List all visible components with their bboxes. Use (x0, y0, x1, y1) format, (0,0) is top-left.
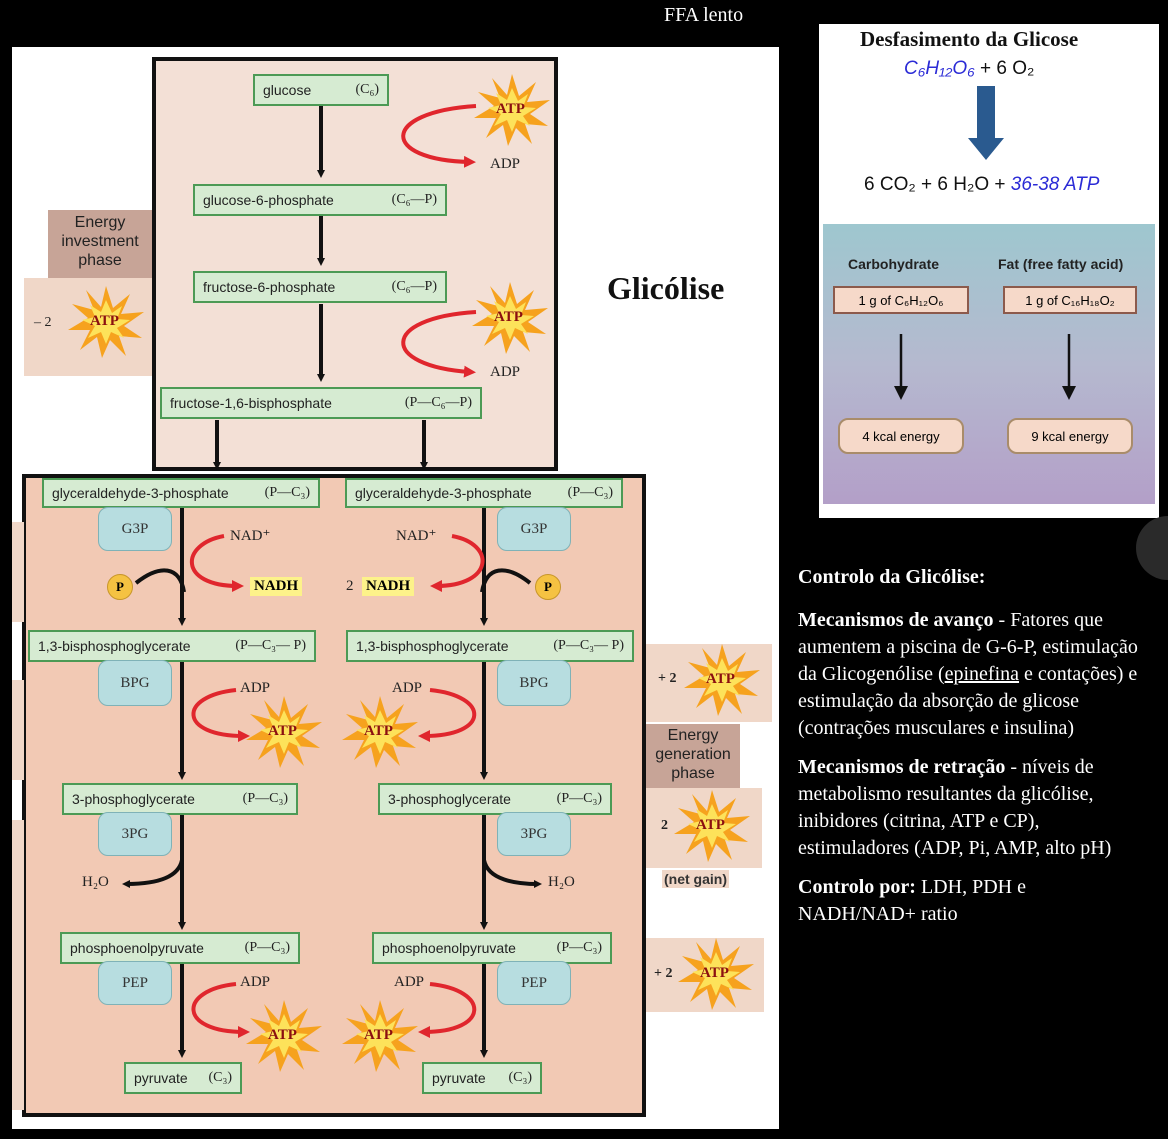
breakdown-title: Desfasimento da Glicose (860, 27, 1079, 51)
g6p-box: glucose-6-phosphate(C₆—P) (193, 184, 447, 216)
f16bp-box: fructose-1,6-bisphosphate(P—C₆—P) (160, 387, 482, 419)
g3p-pill: G3P (497, 507, 571, 551)
fat-heading: Fat (free fatty acid) (998, 256, 1124, 272)
two-nadh-count: 2 (346, 578, 354, 594)
atp-label: ATP (364, 1027, 393, 1043)
atp-label: ATP (706, 671, 735, 687)
bpg13-box-left: 1,3-bisphosphoglycerate(P—C₃— P) (28, 630, 316, 662)
fat-arrow-icon (1062, 334, 1076, 400)
bpg13-box-right: 1,3-bisphosphoglycerate(P—C₃— P) (346, 630, 634, 662)
carb-heading: Carbohydrate (848, 256, 940, 272)
left-strip-3 (12, 820, 24, 1110)
reaction-products: 6 CO₂ + 6 H₂O + 36-38 ATP (864, 174, 1100, 195)
atp-label: ATP (494, 309, 523, 325)
f6p-box: fructose-6-phosphate(C₆—P) (193, 271, 447, 303)
investment-phase-label: Energy investment phase (48, 210, 152, 279)
edit-fab-button[interactable] (1136, 516, 1168, 580)
carb-amount: 1 g of C₆H₁₂O₆ (833, 286, 969, 314)
pathway-arrows (68, 74, 760, 1072)
atp-label: ATP (268, 1027, 297, 1043)
carb-arrow-icon (894, 334, 908, 400)
adp-label: ADP (240, 680, 271, 696)
adp-label: ADP (394, 974, 425, 990)
g3p-pill: G3P (98, 507, 172, 551)
energy-comparison (823, 224, 1155, 504)
gap-box-left: glyceraldehyde-3-phosphate(P—C₃) (42, 478, 320, 508)
fat-energy: 9 kcal energy (1007, 418, 1133, 454)
adp-label: ADP (392, 680, 423, 696)
adp-label: ADP (490, 364, 521, 380)
left-strip-2 (12, 680, 24, 780)
two-label: 2 (661, 818, 668, 833)
atp-label: ATP (90, 313, 119, 329)
generation-phase-label: Energy generation phase (646, 724, 740, 788)
pg3-box-left: 3-phosphoglycerate(P—C₃) (62, 783, 298, 815)
adp-label: ADP (240, 974, 271, 990)
pep-box-right: phosphoenolpyruvate(P—C₃) (372, 932, 612, 964)
retract-paragraph: Mecanismos de retração - níveis de metab… (798, 756, 1112, 859)
carb-energy: 4 kcal energy (838, 418, 964, 454)
minus-two-label: – 2 (34, 315, 52, 330)
reaction-reactants: C₆H₁₂O₆ + 6 O₂ (904, 58, 1035, 79)
pyruvate-box-left: pyruvate(C₃) (124, 1062, 242, 1094)
3pg-pill: 3PG (98, 812, 172, 856)
atp-label: ATP (696, 817, 725, 833)
net-gain-label: (net gain) (662, 870, 729, 888)
gap-box-right: glyceraldehyde-3-phosphate(P—C₃) (345, 478, 623, 508)
pep-box-left: phosphoenolpyruvate(P—C₃) (60, 932, 300, 964)
left-strip (12, 522, 24, 622)
top-label: FFA lento (664, 4, 744, 26)
bpg-pill: BPG (497, 660, 571, 706)
atp-label: ATP (496, 101, 525, 117)
fat-amount: 1 g of C₁₆H₁₈O₂ (1003, 286, 1137, 314)
3pg-pill: 3PG (497, 812, 571, 856)
down-arrow-icon (968, 86, 1004, 160)
water-label: H₂O (548, 874, 575, 890)
water-label: H₂O (82, 874, 109, 890)
atp-label: ATP (364, 723, 393, 739)
pg3-box-right: 3-phosphoglycerate(P—C₃) (378, 783, 612, 815)
plus-two-bottom: + 2 (654, 966, 673, 981)
pep-pill: PEP (98, 961, 172, 1005)
control-heading: Controlo da Glicólise: (798, 566, 986, 588)
phosphate-icon: P (535, 574, 561, 600)
bpg-pill: BPG (98, 660, 172, 706)
plus-two-top: + 2 (658, 671, 677, 686)
atp-label: ATP (268, 723, 297, 739)
atp-label: ATP (700, 965, 729, 981)
pep-pill: PEP (497, 961, 571, 1005)
control-by-paragraph: Controlo por: LDH, PDH e NADH/NAD+ ratio (798, 876, 1026, 925)
adp-label: ADP (490, 156, 521, 172)
nadh-label: NADH (362, 577, 415, 596)
nad-label: NAD⁺ (230, 528, 271, 544)
pyruvate-box-right: pyruvate(C₃) (422, 1062, 542, 1094)
diagram-title: Glicólise (607, 270, 725, 306)
phosphate-icon: P (107, 574, 133, 600)
control-text: Controlo da Glicólise: Mecanismos de ava… (798, 564, 1138, 928)
glucose-box: glucose(C₆) (253, 74, 389, 106)
nadh-label: NADH (250, 577, 303, 596)
nad-label: NAD⁺ (396, 528, 437, 544)
advance-paragraph: Mecanismos de avanço - Fatores que aumen… (798, 609, 1138, 739)
